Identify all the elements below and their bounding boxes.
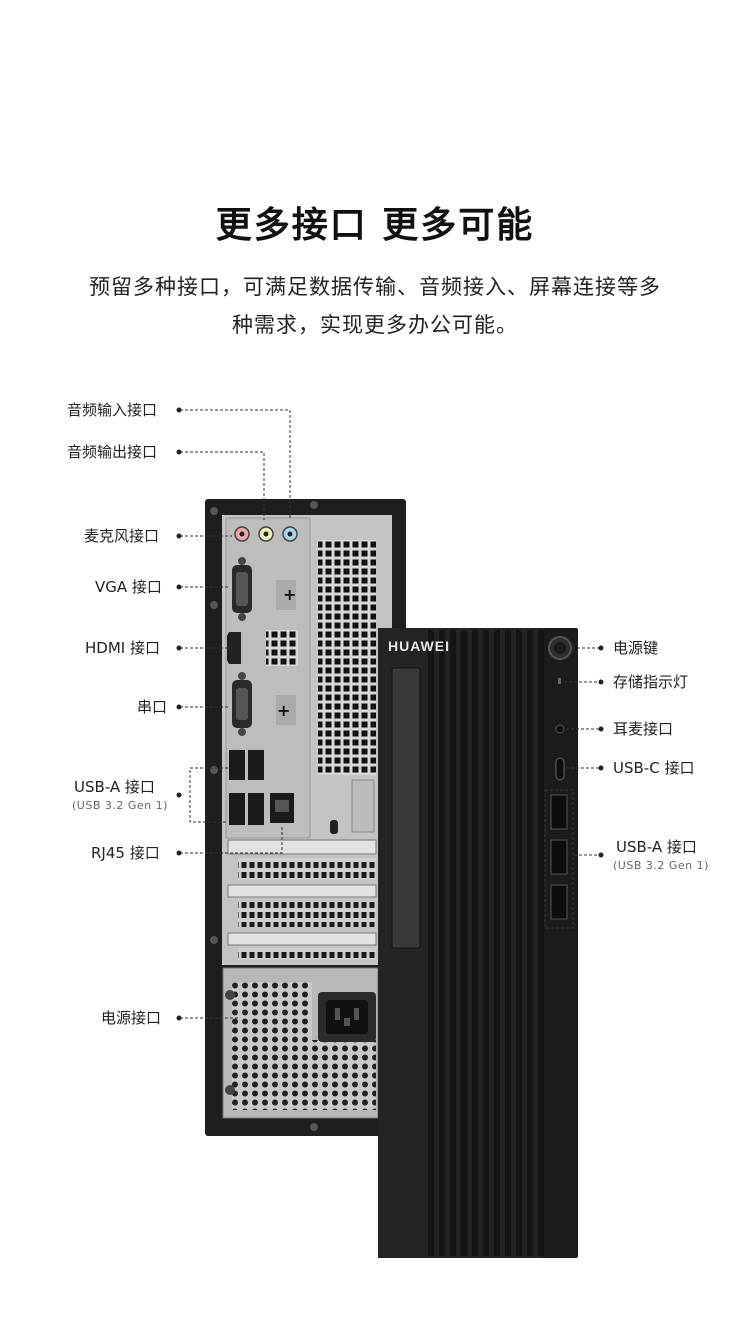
label-hdmi: HDMI 接口: [85, 639, 160, 657]
vent-fin: [538, 630, 544, 1256]
label-power-in: 电源接口: [101, 1009, 162, 1027]
vent-fin: [483, 630, 489, 1256]
label-usb-a-rear-spec: (USB 3.2 Gen 1): [72, 799, 168, 812]
label-usb-a-front: USB-A 接口: [616, 838, 697, 856]
vent-fin: [516, 630, 522, 1256]
label-usb-c: USB-C 接口: [613, 759, 695, 777]
vent-fin: [428, 630, 434, 1256]
brand-logo: HUAWEI: [388, 638, 450, 654]
vent-fin: [450, 630, 456, 1256]
label-audio-in: 音频输入接口: [67, 401, 158, 419]
label-power-button: 电源键: [613, 639, 659, 657]
rear-ports: + +: [227, 526, 338, 834]
label-serial: 串口: [137, 698, 168, 716]
label-rj45: RJ45 接口: [91, 844, 160, 862]
front-vent-fins: [428, 630, 544, 1256]
label-audio-out: 音频输出接口: [67, 443, 158, 461]
page-description: 预留多种接口，可满足数据传输、音频接入、屏幕连接等多 种需求，实现更多办公可能。: [0, 268, 750, 344]
vent-fin: [461, 630, 467, 1256]
label-mic: 麦克风接口: [84, 527, 160, 545]
vent-fin: [439, 630, 445, 1256]
vent-fin: [527, 630, 533, 1256]
vent-fin: [494, 630, 500, 1256]
vent-fin: [472, 630, 478, 1256]
svg-text:+: +: [283, 585, 296, 604]
brand-text: HUAWEI: [388, 638, 450, 654]
page-title: 更多接口 更多可能: [215, 205, 535, 246]
vent-fin: [505, 630, 511, 1256]
label-vga: VGA 接口: [95, 578, 162, 596]
svg-text:+: +: [277, 701, 290, 720]
leader-dots: [176, 407, 604, 1021]
front-ports: [548, 636, 572, 920]
label-headset: 耳麦接口: [613, 720, 674, 738]
label-usb-a-rear: USB-A 接口: [74, 778, 155, 796]
rear-leader-lines: [180, 409, 574, 1019]
label-storage-led: 存储指示灯: [613, 673, 689, 691]
description-line-2: 种需求，实现更多办公可能。: [232, 313, 518, 337]
description-line-1: 预留多种接口，可满足数据传输、音频接入、屏幕连接等多: [89, 275, 661, 299]
label-usb-a-front-spec: (USB 3.2 Gen 1): [613, 859, 709, 872]
front-leader-lines: [564, 647, 600, 856]
